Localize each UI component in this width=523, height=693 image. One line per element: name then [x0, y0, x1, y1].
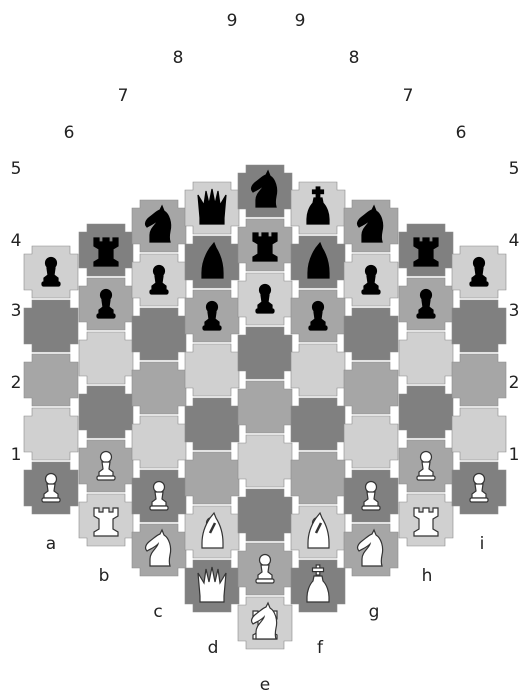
- rank-label-right: 4: [509, 231, 520, 251]
- file-label-e: e: [260, 675, 270, 693]
- rank-label-top: 9: [227, 11, 238, 31]
- file-label-i: i: [480, 534, 485, 554]
- rank-label-right: 3: [509, 301, 520, 321]
- rank-label-top: 8: [349, 48, 360, 68]
- rank-label-left: 2: [11, 373, 22, 393]
- cell-d4[interactable]: [185, 398, 239, 450]
- cell-h3[interactable]: [399, 386, 453, 438]
- rank-label-top: 7: [403, 86, 414, 106]
- rank-label-top: 7: [118, 86, 129, 106]
- cell-i3[interactable]: [452, 354, 506, 406]
- cell-e6[interactable]: [238, 327, 292, 379]
- cell-a3[interactable]: [24, 354, 78, 406]
- file-label-h: h: [422, 566, 433, 586]
- rank-label-left: 1: [11, 445, 22, 465]
- rank-label-right: 5: [509, 159, 520, 179]
- cell-d3[interactable]: [185, 452, 239, 504]
- rank-label-left: 5: [11, 159, 22, 179]
- cell-d5[interactable]: [185, 344, 239, 396]
- cell-a2[interactable]: [24, 408, 78, 460]
- file-label-a: a: [46, 534, 56, 554]
- cell-c4[interactable]: [132, 362, 186, 414]
- cell-a4[interactable]: [24, 300, 78, 352]
- cell-i4[interactable]: [452, 300, 506, 352]
- cell-b3[interactable]: [79, 386, 133, 438]
- rank-label-top: 9: [295, 11, 306, 31]
- rank-label-right: 2: [509, 373, 520, 393]
- cell-e5[interactable]: [238, 381, 292, 433]
- cell-b4[interactable]: [79, 332, 133, 384]
- cell-g5[interactable]: [344, 308, 398, 360]
- rank-label-top: 8: [173, 48, 184, 68]
- rank-label-top: 6: [64, 123, 75, 143]
- cell-h4[interactable]: [399, 332, 453, 384]
- rank-label-top: 6: [456, 123, 467, 143]
- cell-e3[interactable]: [238, 489, 292, 541]
- cell-f4[interactable]: [291, 398, 345, 450]
- file-label-c: c: [153, 602, 162, 622]
- file-label-b: b: [99, 566, 110, 586]
- rank-label-right: 1: [509, 445, 520, 465]
- rank-label-left: 3: [11, 301, 22, 321]
- cell-e4[interactable]: [238, 435, 292, 487]
- file-label-f: f: [317, 638, 324, 658]
- cell-f5[interactable]: [291, 344, 345, 396]
- cell-g4[interactable]: [344, 362, 398, 414]
- cell-g3[interactable]: [344, 416, 398, 468]
- cell-i2[interactable]: [452, 408, 506, 460]
- rank-label-left: 4: [11, 231, 22, 251]
- cell-c3[interactable]: [132, 416, 186, 468]
- cell-f3[interactable]: [291, 452, 345, 504]
- cell-c5[interactable]: [132, 308, 186, 360]
- file-label-d: d: [208, 638, 219, 658]
- file-label-g: g: [369, 602, 380, 622]
